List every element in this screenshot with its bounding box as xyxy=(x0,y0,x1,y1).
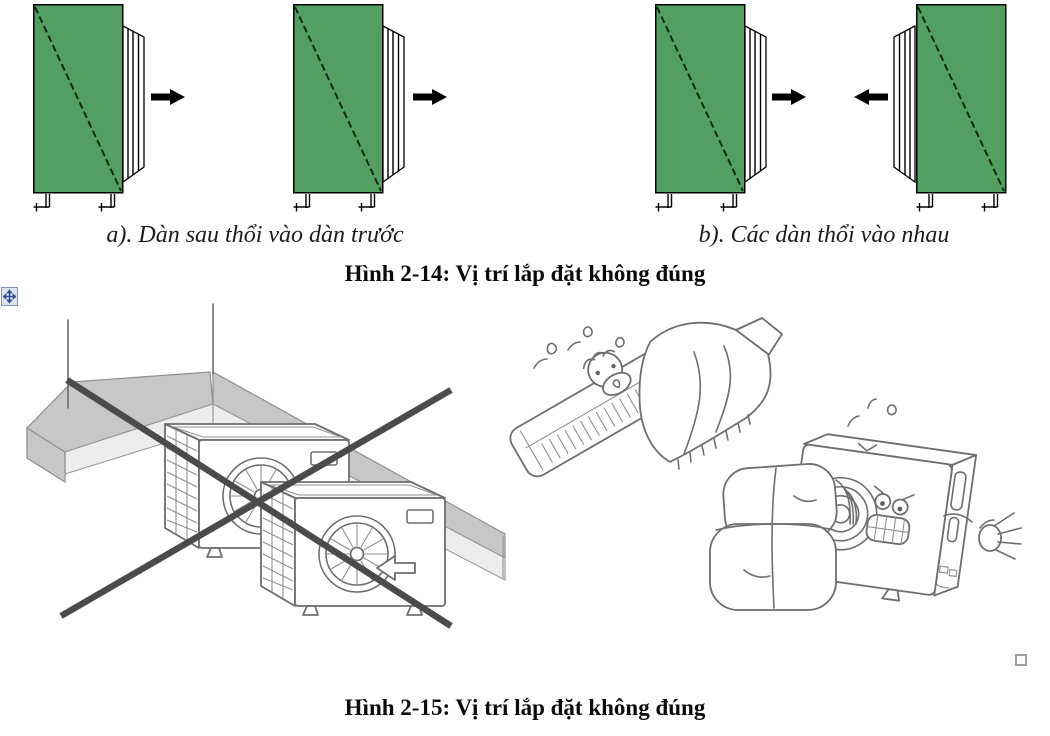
object-resize-handle[interactable] xyxy=(1015,654,1027,666)
cushion-bundle xyxy=(709,463,858,611)
indoor-unit-cartoon xyxy=(509,317,783,478)
airflow-arrow-right-2 xyxy=(413,89,447,105)
towel-over-unit xyxy=(638,317,783,470)
outdoor-unit-cartoon xyxy=(709,398,1022,611)
figure-2-15-right-image[interactable] xyxy=(498,308,1045,660)
condenser-unit-4 xyxy=(893,3,1007,213)
airflow-arrow-left-4 xyxy=(854,89,888,105)
airflow-arrow-right-3 xyxy=(772,89,806,105)
condenser-unit-1 xyxy=(32,3,145,213)
angry-face xyxy=(857,442,915,546)
four-way-move-arrow-icon xyxy=(3,289,16,304)
blocked-airflow-arrow xyxy=(376,555,416,581)
towel-fringe xyxy=(677,414,751,470)
condenser-unit-3 xyxy=(654,3,767,213)
figure-2-14-caption: Hình 2-14: Vị trí lắp đặt không đúng xyxy=(344,261,706,286)
airflow-arrow-right-1 xyxy=(151,89,185,105)
wall-post xyxy=(67,303,214,409)
figure-2-14-subcaption-a: a). Dàn sau thổi vào dàn trước xyxy=(106,222,404,248)
sweat-drops xyxy=(847,398,897,427)
condenser-unit-2 xyxy=(292,3,405,213)
cross-out-x xyxy=(59,377,453,629)
sweat-drops xyxy=(533,326,625,369)
waving-hand xyxy=(943,512,1022,560)
outdoor-unit-front xyxy=(260,481,446,616)
object-move-handle[interactable] xyxy=(1,287,18,306)
figure-2-14-image[interactable] xyxy=(0,0,1050,222)
distressed-face xyxy=(582,349,632,396)
figure-2-15-left-image[interactable] xyxy=(25,296,510,648)
figure-2-15-caption: Hình 2-15: Vị trí lắp đặt không đúng xyxy=(344,695,706,720)
figure-2-14-subcaption-b: b). Các dàn thổi vào nhau xyxy=(698,222,950,248)
